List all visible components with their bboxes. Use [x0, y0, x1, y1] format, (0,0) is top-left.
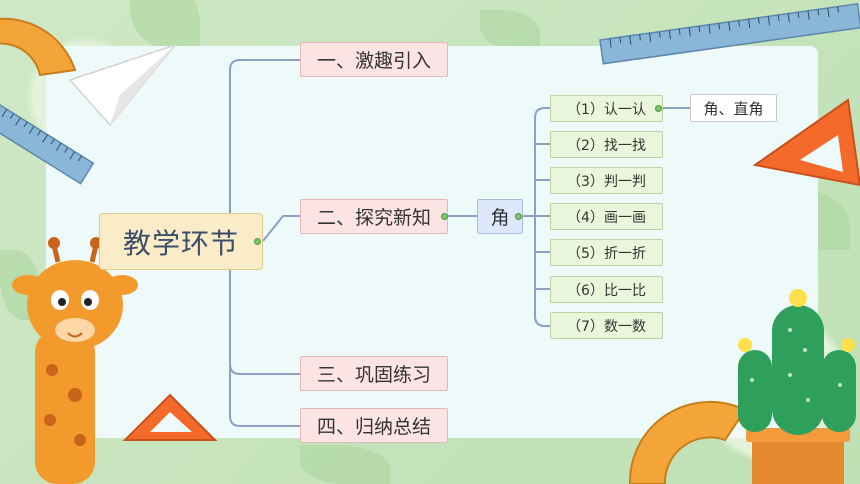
leaf-node[interactable]: 角、直角	[690, 94, 777, 122]
leaf-decoration	[300, 445, 390, 484]
protractor-icon	[628, 400, 747, 484]
activity-node[interactable]: （5）折一折	[550, 239, 663, 266]
section-node-summary[interactable]: 四、归纳总结	[300, 408, 448, 443]
cactus-icon	[738, 289, 856, 484]
section-node-explore[interactable]: 二、探究新知	[300, 199, 448, 234]
activity-node[interactable]: （7）数一数	[550, 312, 663, 339]
activity-node[interactable]: （1）认一认	[550, 95, 663, 122]
ruler-icon	[599, 2, 860, 65]
section-node-practice[interactable]: 三、巩固练习	[300, 356, 448, 391]
protractor-icon	[0, 17, 77, 77]
root-node[interactable]: 教学环节	[99, 213, 263, 270]
activity-node[interactable]: （6）比一比	[550, 276, 663, 303]
collapse-toggle-icon[interactable]	[441, 213, 448, 220]
activity-node[interactable]: （3）判一判	[550, 167, 663, 194]
topic-node-angle[interactable]: 角	[477, 199, 523, 234]
activity-node[interactable]: （4）画一画	[550, 203, 663, 230]
section-node-intro[interactable]: 一、激趣引入	[300, 42, 448, 77]
paper-plane-icon	[68, 43, 178, 127]
collapse-toggle-icon[interactable]	[515, 213, 522, 220]
collapse-toggle-icon[interactable]	[655, 105, 662, 112]
giraffe-icon	[12, 237, 138, 484]
set-square-icon	[122, 393, 218, 441]
ruler-icon	[0, 103, 95, 185]
set-square-icon	[752, 98, 860, 187]
activity-node[interactable]: （2）找一找	[550, 131, 663, 158]
collapse-toggle-icon[interactable]	[254, 238, 261, 245]
